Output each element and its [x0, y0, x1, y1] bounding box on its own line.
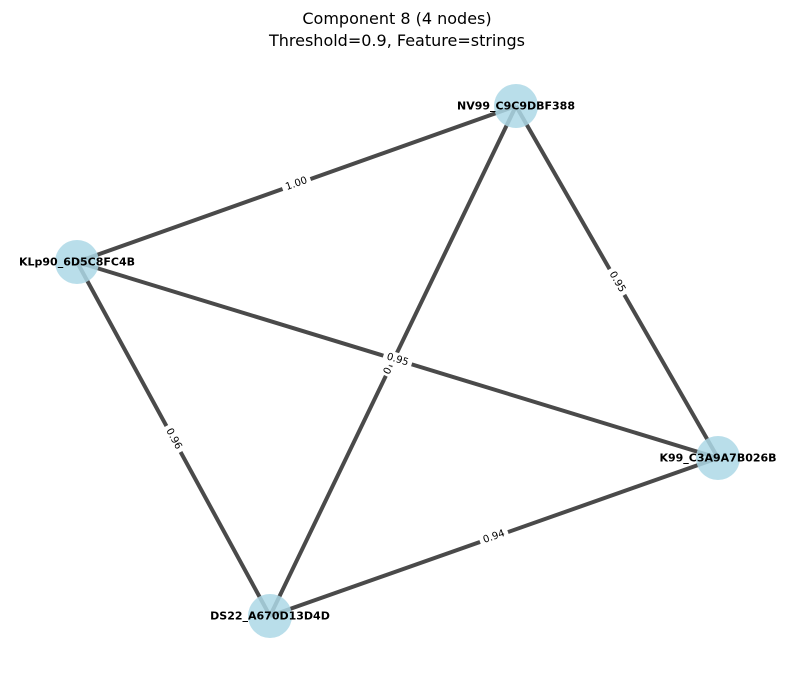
edge-weight-label-group: 0.96: [160, 422, 187, 456]
node-label-k99: K99_C3A9A7B026B: [659, 452, 776, 465]
edge-weight-label-background: [160, 422, 187, 456]
edge-weight-label-group: 0.94: [477, 525, 511, 549]
graph-title-line-2: Threshold=0.9, Feature=strings: [268, 31, 525, 50]
nodes-layer: [55, 84, 740, 638]
node-label-nv99: NV99_C9C9DBF388: [457, 100, 575, 113]
node-label-ds22: DS22_A670D13D4D: [210, 610, 330, 623]
edge-weight-label-background: [280, 172, 313, 196]
edge-weight-label-background: [379, 363, 397, 379]
node-nv99[interactable]: [494, 84, 538, 128]
edge-weight-label: 0: [382, 366, 395, 377]
edge-weight-label-group: 1.00: [280, 172, 313, 196]
node-klp90[interactable]: [55, 240, 99, 284]
edge-weight-label-group: 0.95: [603, 265, 631, 299]
edge-weight-label-group: 0.95: [381, 348, 414, 372]
node-label-klp90: KLp90_6D5C8FC4B: [19, 256, 135, 269]
edge-weight-label-background: [603, 265, 631, 299]
graph-title-line-1: Component 8 (4 nodes): [302, 9, 491, 28]
node-ds22[interactable]: [248, 594, 292, 638]
edge-weight-label-background: [381, 348, 414, 372]
edge-weight-label-background: [477, 525, 511, 549]
edge-weight-label-group: 0: [379, 363, 397, 379]
node-k99[interactable]: [696, 436, 740, 480]
